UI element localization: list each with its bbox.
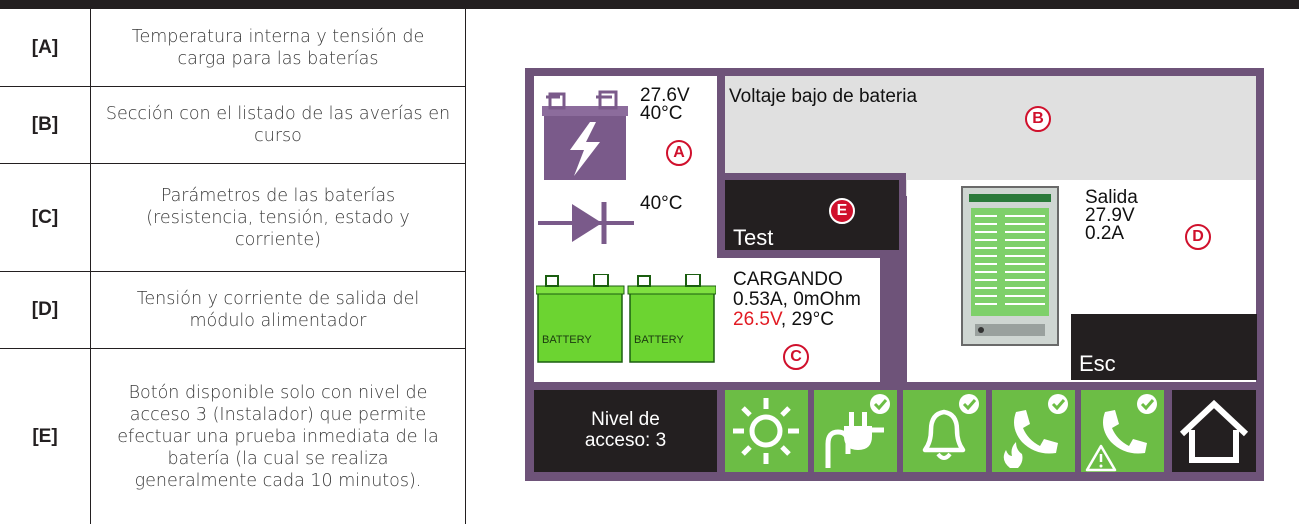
- legend-description: Parámetros de las baterías (resistencia,…: [90, 163, 466, 272]
- badge-c: C: [783, 344, 809, 370]
- batteries-icon: [536, 274, 716, 363]
- charging-status: CARGANDO: [733, 269, 843, 290]
- internal-temperature: 40°C: [640, 103, 683, 124]
- home-icon: [1179, 399, 1249, 463]
- output-voltage: 27.9V: [1085, 205, 1135, 226]
- legend-description: Tensión y corriente de salida del módulo…: [90, 271, 466, 349]
- sun-icon: [733, 398, 799, 464]
- top-rule: [0, 0, 1299, 9]
- sun-button[interactable]: [725, 390, 808, 472]
- power-button[interactable]: [814, 390, 897, 472]
- battery-readings: 26.5V, 29°C: [733, 310, 834, 330]
- diode-icon: [538, 202, 634, 244]
- legend-key: [D]: [0, 271, 91, 349]
- fault-call-button[interactable]: [1081, 390, 1164, 472]
- access-level-indicator[interactable]: Nivel de acceso: 3: [534, 390, 717, 472]
- legend-key: [A]: [0, 9, 91, 87]
- panel-screen: 27.6V 40°C A 40°C BATTERY BATTERY: [525, 68, 1264, 481]
- home-button[interactable]: [1172, 390, 1256, 472]
- output-current: 0.2A: [1085, 223, 1125, 244]
- phone-fire-icon: [1003, 394, 1068, 468]
- phone-warning-icon: [1085, 394, 1157, 472]
- legend-row-b: [B] Sección con el listado de las avería…: [0, 86, 466, 164]
- battery-charge-icon: [542, 90, 628, 180]
- badge-a: A: [666, 140, 692, 166]
- legend-key: [B]: [0, 86, 91, 164]
- legend-key: [C]: [0, 163, 91, 272]
- fire-call-button[interactable]: [992, 390, 1075, 472]
- battery-voltage: 26.5V: [733, 309, 781, 330]
- badge-e: E: [829, 198, 855, 224]
- legend-row-a: [A] Temperatura interna y tensión de car…: [0, 9, 466, 87]
- charge-voltage: 27.6V: [640, 85, 690, 106]
- access-level-line2: acceso: 3: [584, 430, 667, 451]
- battery-status-panel: 27.6V 40°C A 40°C BATTERY BATTERY: [534, 76, 717, 382]
- legend-row-c: [C] Parámetros de las baterías (resisten…: [0, 163, 466, 272]
- esc-button[interactable]: Esc: [1071, 314, 1257, 380]
- legend-row-e: [E] Botón disponible solo con nivel de a…: [0, 348, 466, 524]
- diode-temperature: 40°C: [640, 193, 683, 214]
- battery-label: BATTERY: [542, 334, 592, 346]
- legend-description: Sección con el listado de las averías en…: [90, 86, 466, 164]
- legend-table: [A] Temperatura interna y tensión de car…: [0, 9, 466, 524]
- battery-temperature: , 29°C: [780, 309, 834, 330]
- access-level-line1: Nivel de: [591, 409, 660, 430]
- legend-row-d: [D] Tensión y corriente de salida del mó…: [0, 271, 466, 349]
- battery-label: BATTERY: [634, 334, 684, 346]
- legend-key: [E]: [0, 348, 91, 524]
- current-resistance: 0.53A, 0mOhm: [733, 289, 861, 310]
- fault-item: Voltaje bajo de bateria: [729, 86, 918, 107]
- power-plug-icon: [825, 394, 890, 468]
- esc-button-label: Esc: [1079, 351, 1116, 376]
- test-button-label: Test: [733, 225, 774, 250]
- legend-description: Botón disponible solo con nivel de acces…: [90, 348, 466, 524]
- bell-icon: [922, 394, 979, 460]
- power-module-icon: [961, 186, 1059, 346]
- output-label: Salida: [1085, 187, 1138, 208]
- badge-b: B: [1025, 106, 1051, 132]
- badge-d: D: [1185, 224, 1211, 250]
- battery-parameters-panel: CARGANDO 0.53A, 0mOhm 26.5V, 29°C C: [717, 258, 880, 382]
- alarm-button[interactable]: [903, 390, 986, 472]
- test-button[interactable]: Test E: [718, 173, 906, 257]
- legend-description: Temperatura interna y tensión de carga p…: [90, 9, 466, 87]
